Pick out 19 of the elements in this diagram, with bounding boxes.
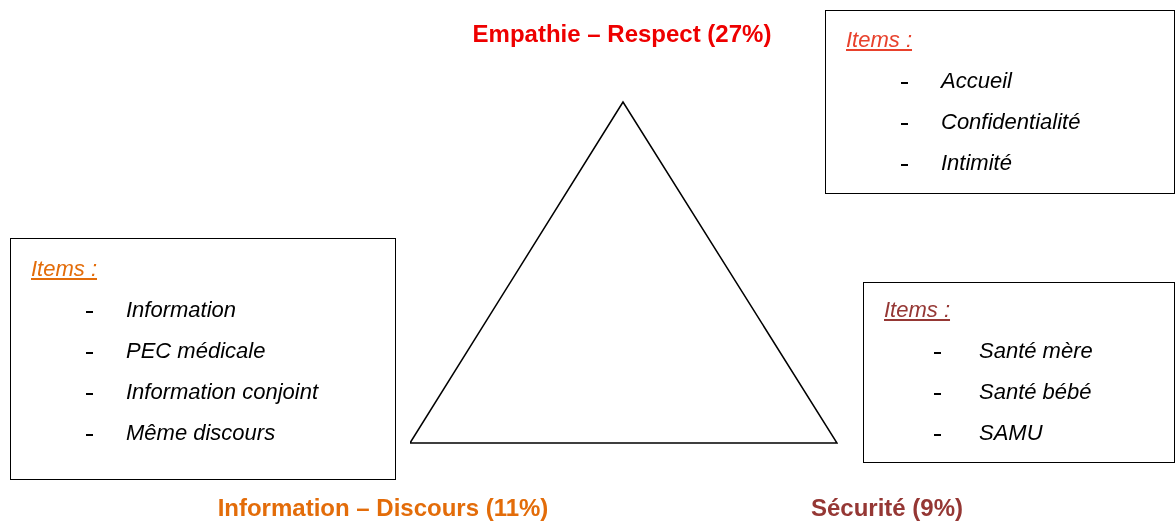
list-item: Même discours	[126, 420, 276, 446]
list-item: Santé mère	[979, 338, 1093, 364]
list-item: Intimité	[941, 150, 1012, 176]
dimension-label: Information – Discours (11%)	[217, 494, 549, 522]
list-item: Information conjoint	[126, 379, 318, 405]
dimension-label: Sécurité (9%)	[810, 494, 964, 522]
item-list-box	[825, 10, 1175, 194]
list-heading: Items :	[31, 256, 97, 282]
list-item: Confidentialité	[941, 109, 1081, 135]
list-item: Accueil	[941, 68, 1012, 94]
list-item: SAMU	[979, 420, 1043, 446]
item-list-box	[863, 282, 1175, 463]
dimension-label: Empathie – Respect (27%)	[472, 20, 772, 48]
list-heading: Items :	[884, 297, 950, 323]
list-item: PEC médicale	[126, 338, 266, 364]
list-item: Santé bébé	[979, 379, 1092, 405]
list-item: Information	[126, 297, 237, 323]
list-heading: Items :	[846, 27, 912, 53]
item-list-box	[10, 238, 396, 480]
